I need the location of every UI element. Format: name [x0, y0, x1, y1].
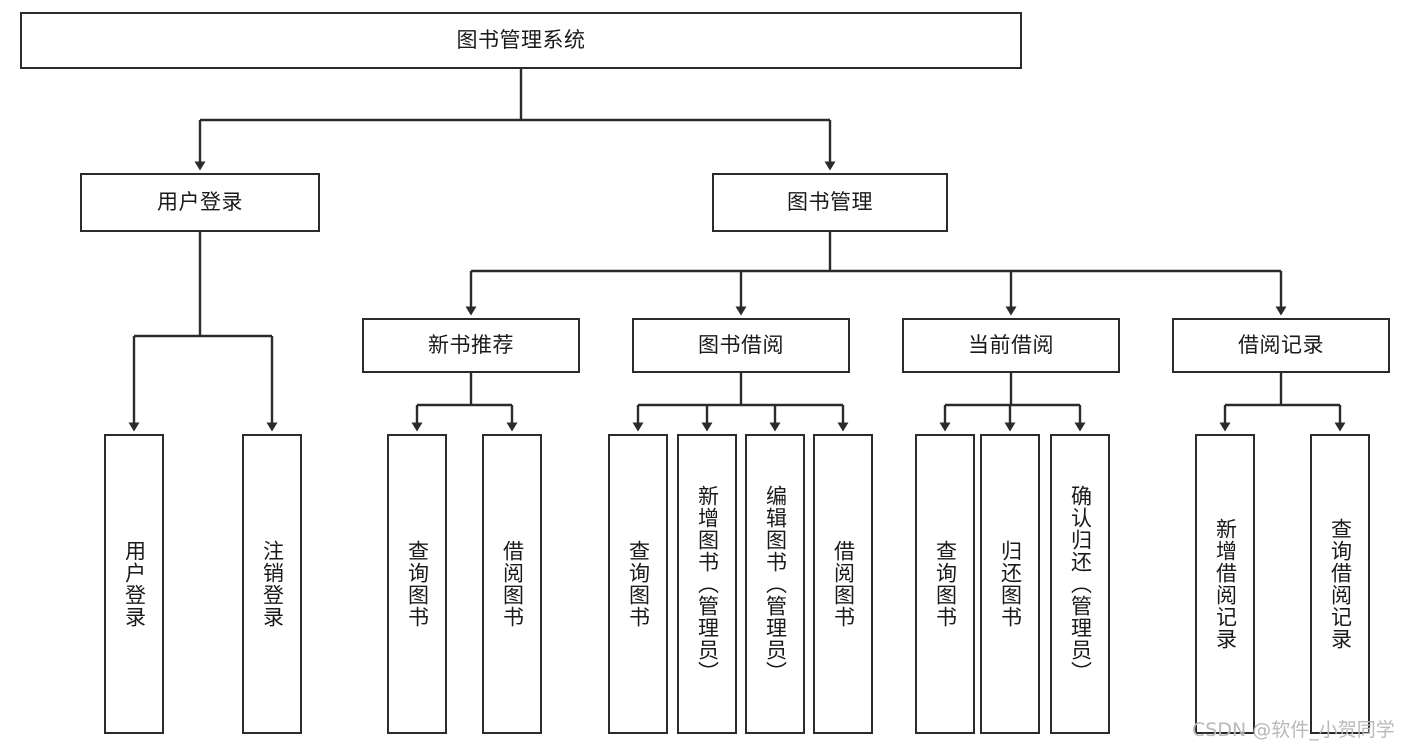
node-leaf-borrow-book-2[interactable]: 借阅图书 — [813, 434, 873, 734]
node-borrow-record[interactable]: 借阅记录 — [1172, 318, 1390, 373]
node-leaf-return-book-label: 归还图书 — [998, 540, 1023, 628]
leaf-inner: 查询借阅记录 — [1312, 436, 1368, 732]
node-leaf-query-book-1-label: 查询图书 — [405, 540, 430, 628]
leaf-inner: 新增借阅记录 — [1197, 436, 1253, 732]
node-leaf-query-book-2-label: 查询图书 — [626, 540, 651, 628]
node-leaf-return-book[interactable]: 归还图书 — [980, 434, 1040, 734]
node-book-borrow[interactable]: 图书借阅 — [632, 318, 850, 373]
leaf-inner: 借阅图书 — [484, 436, 540, 732]
leaf-inner: 编辑图书（管理员） — [747, 436, 803, 732]
leaf-inner: 借阅图书 — [815, 436, 871, 732]
node-leaf-add-book[interactable]: 新增图书（管理员） — [677, 434, 737, 734]
node-leaf-edit-book-label: 编辑图书（管理员） — [763, 485, 788, 683]
leaf-inner: 归还图书 — [982, 436, 1038, 732]
node-leaf-borrow-book-1[interactable]: 借阅图书 — [482, 434, 542, 734]
node-leaf-query-book-3[interactable]: 查询图书 — [915, 434, 975, 734]
node-book-manage-label: 图书管理 — [787, 190, 873, 215]
node-borrow-record-label: 借阅记录 — [1238, 333, 1324, 358]
node-leaf-user-login[interactable]: 用户登录 — [104, 434, 164, 734]
node-leaf-add-record[interactable]: 新增借阅记录 — [1195, 434, 1255, 734]
node-leaf-query-book-1[interactable]: 查询图书 — [387, 434, 447, 734]
leaf-inner: 确认归还（管理员） — [1052, 436, 1108, 732]
node-leaf-add-book-label: 新增图书（管理员） — [695, 485, 720, 683]
node-current-borrow[interactable]: 当前借阅 — [902, 318, 1120, 373]
node-leaf-query-record[interactable]: 查询借阅记录 — [1310, 434, 1370, 734]
node-leaf-edit-book[interactable]: 编辑图书（管理员） — [745, 434, 805, 734]
node-user-login-label: 用户登录 — [157, 190, 243, 215]
leaf-inner: 查询图书 — [917, 436, 973, 732]
leaf-inner: 查询图书 — [389, 436, 445, 732]
leaf-inner: 新增图书（管理员） — [679, 436, 735, 732]
leaf-inner: 查询图书 — [610, 436, 666, 732]
node-leaf-query-book-3-label: 查询图书 — [933, 540, 958, 628]
node-leaf-user-logout[interactable]: 注销登录 — [242, 434, 302, 734]
node-new-book-recommend[interactable]: 新书推荐 — [362, 318, 580, 373]
node-leaf-borrow-book-1-label: 借阅图书 — [500, 540, 525, 628]
node-root[interactable]: 图书管理系统 — [20, 12, 1022, 69]
csdn-watermark: CSDN @软件_小贺同学 — [1192, 719, 1395, 741]
node-leaf-user-login-label: 用户登录 — [122, 540, 147, 628]
node-user-login[interactable]: 用户登录 — [80, 173, 320, 232]
node-leaf-add-record-label: 新增借阅记录 — [1213, 518, 1238, 650]
node-leaf-confirm-return-label: 确认归还（管理员） — [1068, 485, 1093, 683]
node-book-manage[interactable]: 图书管理 — [712, 173, 948, 232]
node-book-borrow-label: 图书借阅 — [698, 333, 784, 358]
leaf-inner: 用户登录 — [106, 436, 162, 732]
node-leaf-confirm-return[interactable]: 确认归还（管理员） — [1050, 434, 1110, 734]
node-leaf-query-record-label: 查询借阅记录 — [1328, 518, 1353, 650]
node-leaf-user-logout-label: 注销登录 — [260, 540, 285, 628]
node-current-borrow-label: 当前借阅 — [968, 333, 1054, 358]
node-leaf-query-book-2[interactable]: 查询图书 — [608, 434, 668, 734]
leaf-inner: 注销登录 — [244, 436, 300, 732]
node-leaf-borrow-book-2-label: 借阅图书 — [831, 540, 856, 628]
node-root-label: 图书管理系统 — [456, 28, 586, 53]
node-new-book-recommend-label: 新书推荐 — [428, 333, 514, 358]
